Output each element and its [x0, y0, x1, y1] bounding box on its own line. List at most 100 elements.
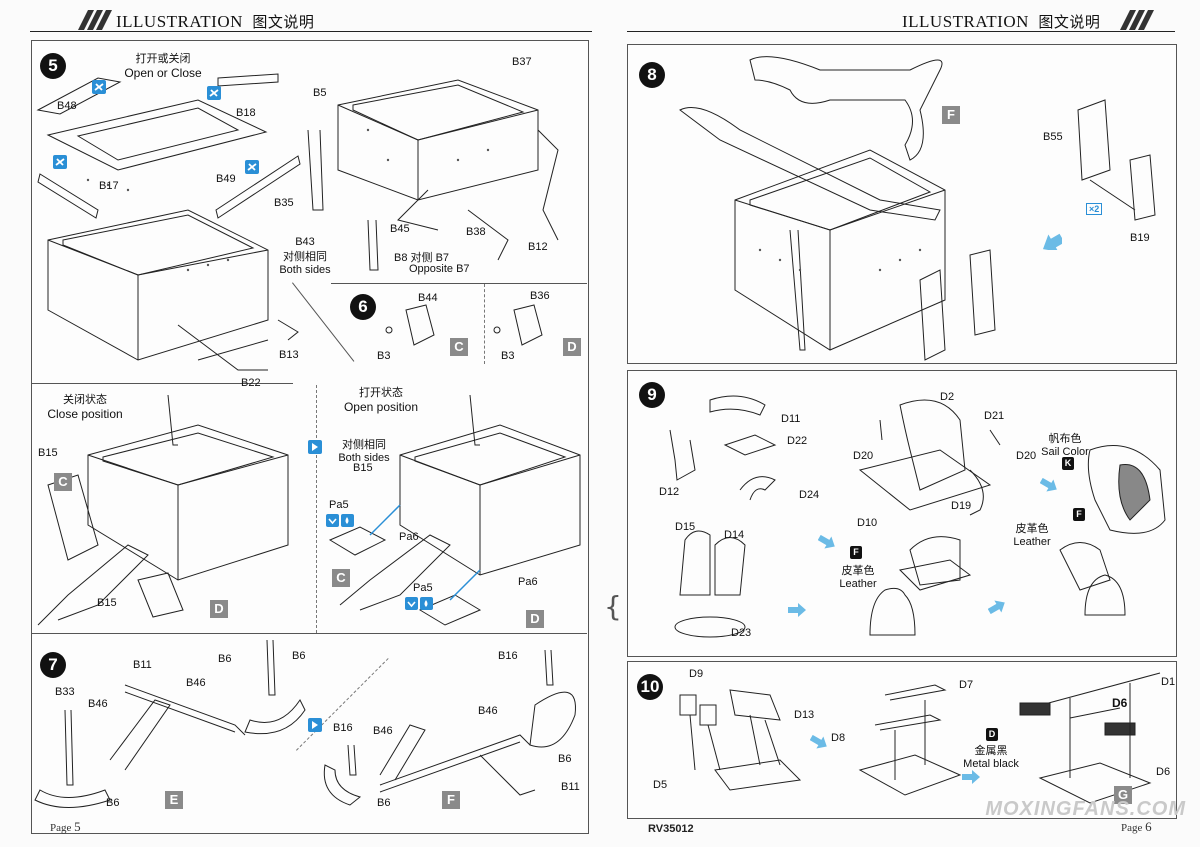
part-label: B3 — [501, 350, 515, 362]
part-label: D5 — [653, 779, 668, 791]
header-stripes-right — [1120, 10, 1154, 30]
part-label: B36 — [530, 290, 550, 302]
step-number-10: 10 — [637, 674, 663, 700]
step8-legs — [919, 249, 996, 361]
part-label: Pa6 — [399, 531, 419, 543]
close-position-diagram — [37, 394, 289, 626]
header-rule — [30, 31, 592, 32]
part-label: Pa5 — [329, 499, 349, 511]
step7-f-diagram — [323, 649, 576, 806]
part-label: B45 — [390, 223, 410, 235]
paint-icons — [405, 597, 433, 610]
divider — [331, 283, 587, 284]
part-label: D19 — [951, 500, 972, 512]
step-number-9: 9 — [639, 382, 665, 408]
direction-arrow-icon — [962, 770, 980, 784]
page-header-title: ILLUSTRATION 图文说明 — [116, 12, 315, 31]
part-label: D14 — [724, 529, 745, 541]
part-label: D24 — [799, 489, 820, 501]
direction-arrow-icon — [1040, 478, 1057, 492]
part-label: B11 — [561, 781, 580, 793]
box-d: D — [563, 338, 581, 356]
page-header-title: ILLUSTRATION 图文说明 — [902, 12, 1101, 31]
part-label: B46 — [373, 725, 393, 737]
part-label: D6 — [1112, 696, 1128, 710]
part-label: B44 — [418, 292, 438, 304]
step9-diagram-c — [1059, 445, 1166, 616]
part-label: B6 — [558, 753, 572, 765]
part-label: B38 — [466, 226, 486, 238]
box-d: D — [526, 610, 544, 628]
part-label: D2 — [940, 391, 955, 403]
paint-chip-k: K — [1062, 457, 1074, 470]
part-label: B22 — [241, 377, 261, 389]
part-label: B11 — [133, 659, 152, 671]
direction-arrow-icon — [1042, 233, 1062, 250]
part-label: B6 — [292, 650, 306, 662]
part-label: B8 对侧 B7 — [394, 252, 450, 264]
step10-frame — [627, 661, 1177, 819]
step-number-7: 7 — [40, 652, 66, 678]
paint-chip-d: D — [986, 728, 998, 741]
part-label: B37 — [512, 56, 532, 68]
part-label: D7 — [959, 679, 974, 691]
binding-bracket: { — [604, 590, 622, 623]
part-label: Pa5 — [413, 582, 433, 594]
paint-icons — [326, 514, 354, 527]
page-number: Page 5 — [50, 819, 81, 834]
part-label: B6 — [377, 797, 391, 809]
step10-diagram-b — [858, 684, 962, 796]
divider — [31, 383, 293, 384]
step10-diagram-c — [1019, 672, 1161, 804]
part-label: D23 — [731, 627, 752, 639]
part-label: B15 — [38, 447, 58, 459]
part-label: B55 — [1043, 131, 1063, 143]
part-label: B17 — [99, 180, 119, 192]
dashed-divider — [316, 385, 317, 633]
glue-icon — [207, 86, 221, 100]
part-label: B35 — [274, 197, 294, 209]
box-f: F — [942, 106, 960, 124]
part-label: D20 — [1016, 450, 1037, 462]
part-label: B19 — [1130, 232, 1150, 244]
box-c: C — [54, 473, 72, 491]
part-label: B33 — [55, 686, 75, 698]
part-label: B3 — [377, 350, 391, 362]
part-label: D9 — [689, 668, 704, 680]
part-label: B46 — [478, 705, 498, 717]
box-c: C — [450, 338, 468, 356]
part-label: B16 — [333, 722, 353, 734]
box-g: G — [1114, 786, 1132, 804]
paint-chip-f: F — [850, 546, 862, 559]
step-number-8: 8 — [639, 62, 665, 88]
part-label: D12 — [659, 486, 680, 498]
step7-e-diagram — [34, 639, 306, 808]
part-label: B6 — [106, 797, 120, 809]
divider — [31, 633, 587, 634]
box-d: D — [210, 600, 228, 618]
part-label: B15 — [353, 462, 373, 474]
step-number-6: 6 — [350, 294, 376, 320]
part-label: D10 — [857, 517, 878, 529]
step8-diagram — [679, 56, 946, 351]
dashed-divider — [484, 284, 485, 364]
part-label: B12 — [528, 241, 548, 253]
step5-diagram — [36, 73, 559, 371]
step8-detail — [1077, 99, 1156, 221]
part-label: Pa6 — [518, 576, 538, 588]
open-position-diagram — [328, 394, 581, 626]
part-label: D21 — [984, 410, 1005, 422]
step10-diagram-a — [679, 689, 802, 791]
part-label: D13 — [794, 709, 815, 721]
step6-diagram — [385, 304, 543, 346]
direction-arrow-icon — [788, 603, 806, 617]
product-code: RV35012 — [648, 823, 694, 835]
page-number: Page 6 — [1121, 819, 1152, 834]
